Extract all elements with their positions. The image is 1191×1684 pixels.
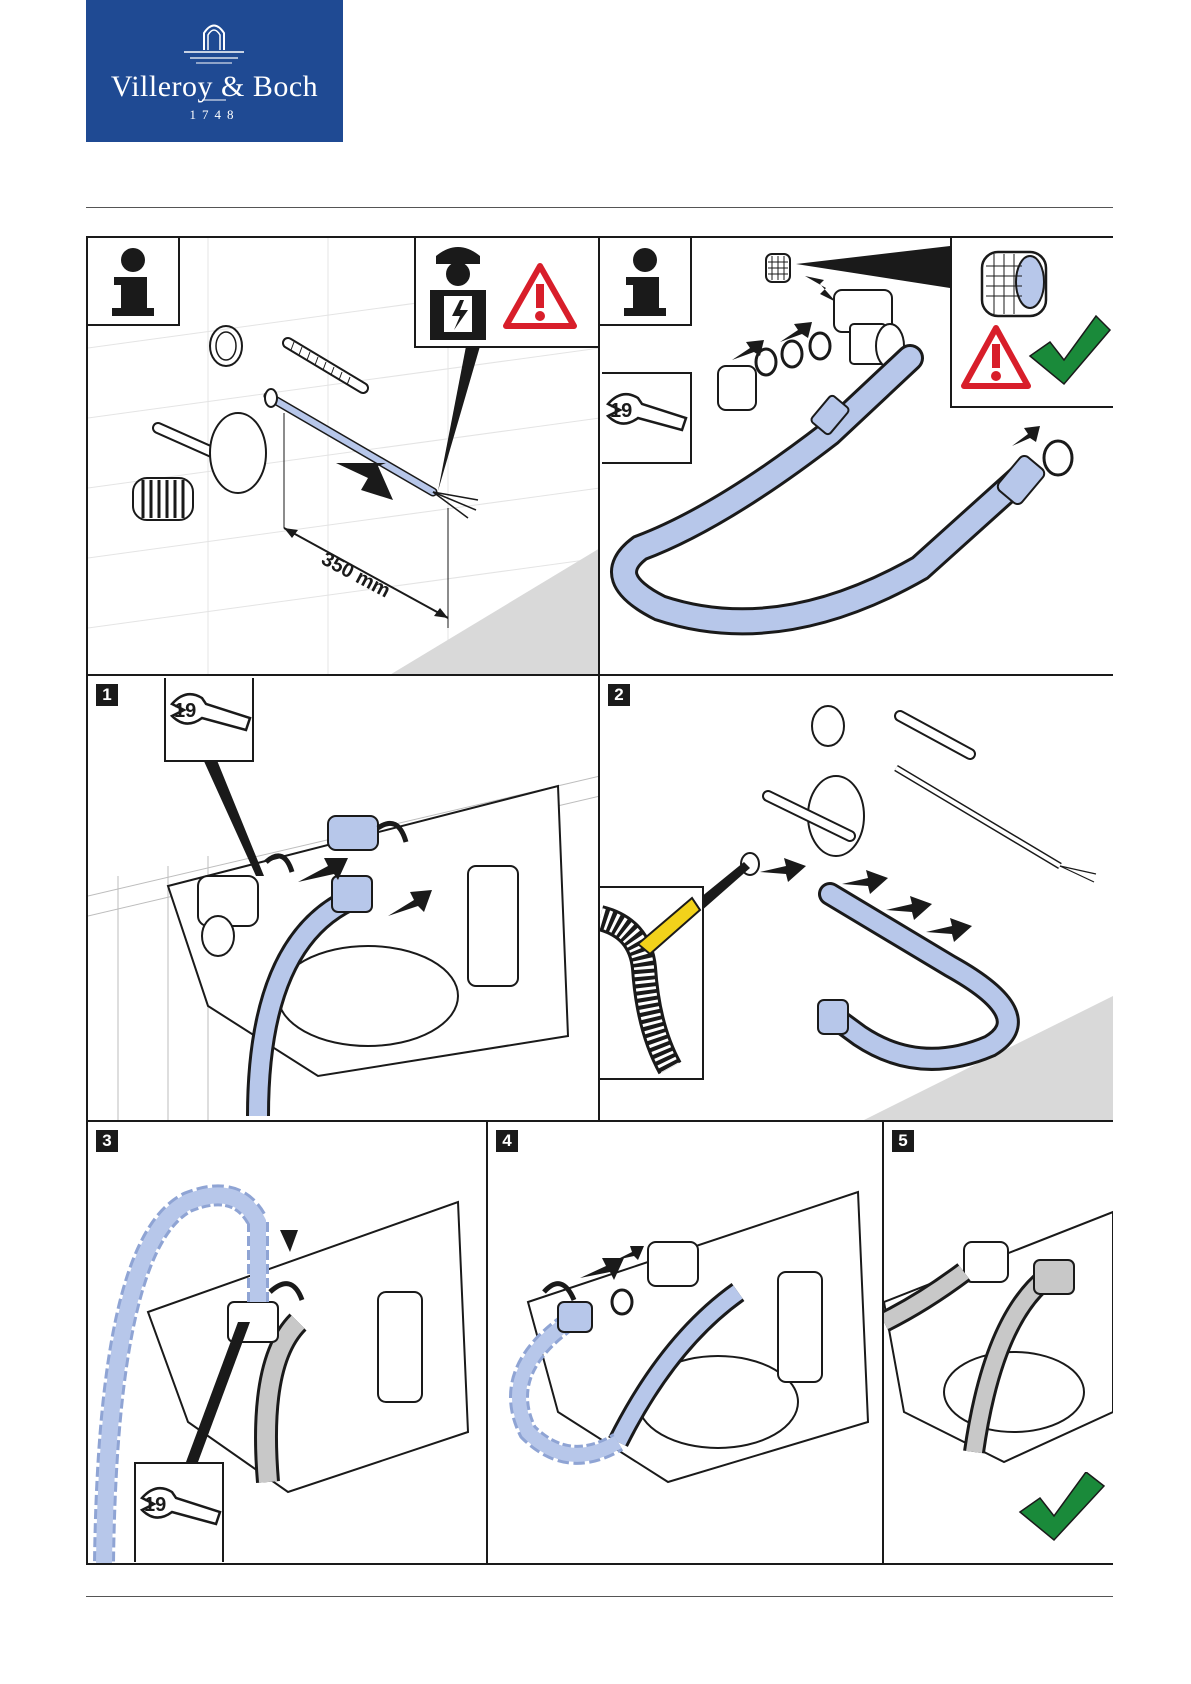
wrench-size-label: 19 — [610, 400, 632, 423]
wrench-box: 19 — [602, 372, 692, 464]
corrugated-pipe-cut-detail — [600, 888, 702, 1078]
checkmark-icon — [952, 238, 1113, 406]
step-number: 2 — [608, 684, 630, 706]
brand-year: 1748 — [86, 107, 343, 123]
screwdriver-icon — [638, 898, 700, 954]
panel-step-2: 2 — [600, 676, 1113, 1122]
info-box — [88, 238, 180, 326]
panel-step-5: 5 — [884, 1122, 1113, 1563]
step-number: 4 — [496, 1130, 518, 1152]
wrench-size-label: 19 — [174, 700, 196, 723]
filter-detail-box — [950, 238, 1113, 408]
brand-name: Villeroy & Boch — [86, 70, 343, 104]
footer-divider — [86, 1596, 1113, 1597]
step-4-illustration — [488, 1122, 884, 1563]
panel-step-4: 4 — [488, 1122, 884, 1563]
wrench-box: 19 — [164, 678, 254, 762]
brand-logo: Villeroy & Boch 1748 — [86, 0, 343, 142]
panel-info-cable: 350 mm — [88, 238, 600, 676]
info-box — [600, 238, 692, 326]
header-divider — [86, 207, 1113, 208]
info-icon — [88, 238, 178, 324]
checkmark-icon — [1018, 1472, 1108, 1542]
electrician-warning-box — [414, 238, 600, 348]
instruction-frame: 350 mm — [86, 236, 1113, 1565]
step-number: 1 — [96, 684, 118, 706]
wrench-size-label: 19 — [144, 1494, 166, 1517]
wrench-box: 19 — [134, 1462, 224, 1562]
info-icon — [600, 238, 690, 324]
step-number: 5 — [892, 1130, 914, 1152]
panel-step-3: 3 19 — [88, 1122, 488, 1563]
step-number: 3 — [96, 1130, 118, 1152]
warning-triangle-icon — [416, 238, 600, 346]
cut-detail-box — [600, 886, 704, 1080]
panel-step-1: 1 19 — [88, 676, 600, 1122]
panel-info-hose: 19 — [600, 238, 1113, 676]
